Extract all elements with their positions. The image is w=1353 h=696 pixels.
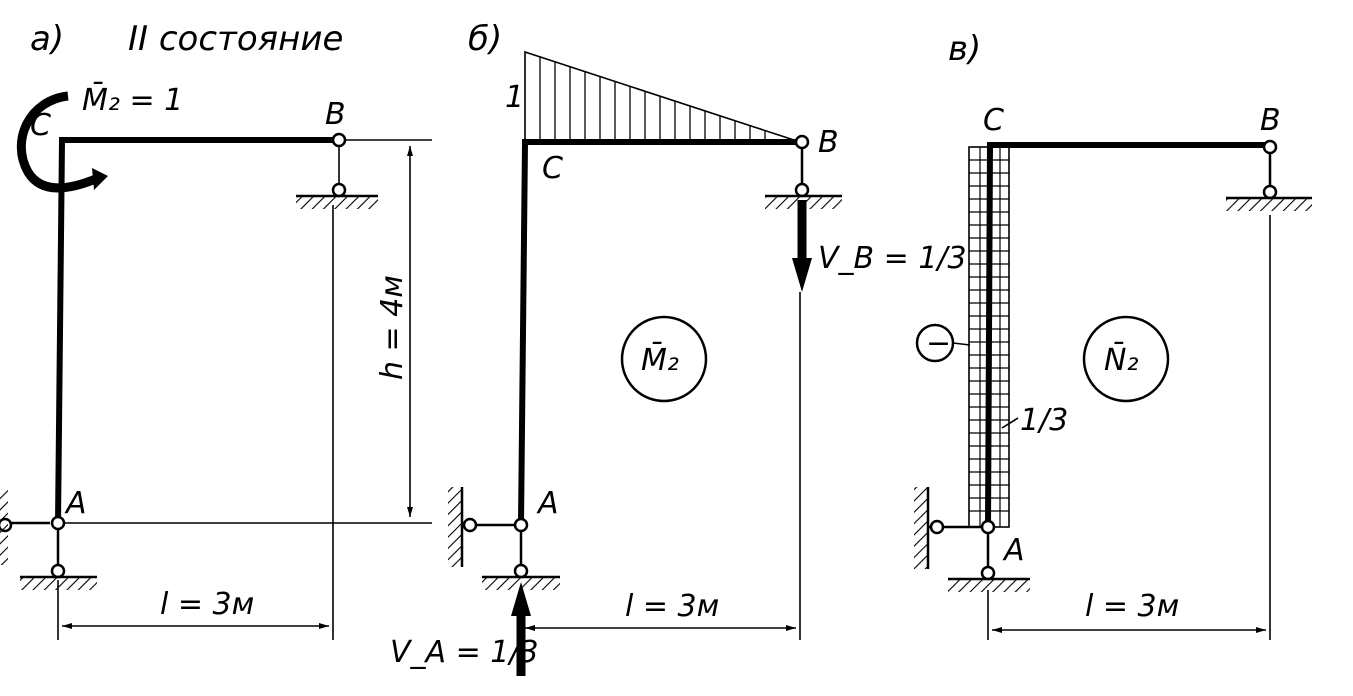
panel-a-moment-label: M̄₂ = 1 bbox=[82, 82, 183, 118]
panel-c-value: 1/3 bbox=[1020, 403, 1068, 438]
panel-b-tag: б) bbox=[468, 19, 502, 59]
panel-a-node-a: A bbox=[64, 486, 87, 521]
panel-b-reaction-a: V_A = 1/3 bbox=[390, 635, 539, 670]
panel-b-hinge-wall bbox=[462, 517, 478, 533]
panel-b-hinge-a bbox=[513, 517, 529, 533]
panel-c-hinge-wall bbox=[929, 519, 945, 535]
panel-a-frame bbox=[54, 137, 336, 527]
panel-a-hinge-a-lower bbox=[50, 563, 66, 579]
panel-c-tag: в) bbox=[948, 29, 981, 69]
panel-b-node-a: A bbox=[536, 486, 559, 521]
panel-a: а) II состояние M̄₂ = 1 C B A h = 4м bbox=[0, 19, 432, 640]
panel-a-span-dim: l = 3м bbox=[160, 587, 254, 622]
panel-a-moment-arrow bbox=[16, 91, 100, 193]
panel-b-span-dim: l = 3м bbox=[625, 589, 719, 624]
panel-a-hinge-b-lower bbox=[331, 182, 347, 198]
panel-c-hinge-b bbox=[1262, 139, 1278, 155]
panel-c-hatch-a bbox=[948, 580, 1030, 592]
panel-b-node-c: C bbox=[542, 151, 563, 186]
panel-b-moment-diagram bbox=[524, 50, 801, 143]
panel-b-diagram-name: M̄₂ bbox=[641, 342, 679, 378]
panel-a-height-dim: h = 4м bbox=[375, 275, 410, 380]
panel-b: б) 1 V_B = 1/3 bbox=[390, 19, 967, 676]
panel-c-sign: − bbox=[926, 326, 951, 361]
panel-c-node-a: A bbox=[1002, 533, 1025, 568]
panel-c-hatch-b bbox=[1226, 199, 1312, 211]
panel-a-hatch-wall bbox=[0, 490, 8, 565]
panel-b-frame bbox=[517, 139, 803, 527]
panel-b-hinge-b-lower bbox=[794, 182, 810, 198]
panel-a-hinge-b bbox=[331, 132, 347, 148]
panel-a-hinge-a bbox=[50, 515, 66, 531]
panel-c-diagram-name: N̄₂ bbox=[1104, 342, 1138, 378]
panel-b-reaction-a-arrowhead bbox=[511, 582, 531, 616]
panel-a-hatch-b bbox=[296, 197, 378, 209]
panel-c-diagram-circle bbox=[1082, 315, 1170, 403]
panel-c-hinge-a bbox=[980, 519, 996, 535]
panel-c-hatch-wall bbox=[914, 487, 928, 569]
panel-a-node-b: B bbox=[325, 97, 346, 132]
panel-b-reaction-b: V_B = 1/3 bbox=[818, 241, 967, 276]
panel-c-node-c: C bbox=[983, 103, 1004, 138]
panel-c-span-dim: l = 3м bbox=[1085, 589, 1179, 624]
panel-c-frame bbox=[984, 142, 1265, 529]
panel-a-tag: а) bbox=[30, 19, 64, 59]
panel-b-diagram-circle bbox=[620, 315, 708, 403]
panel-c: в) bbox=[914, 29, 1312, 640]
panel-c-sign-leader bbox=[952, 342, 971, 346]
panel-c-hinge-a-lower bbox=[980, 565, 996, 581]
panel-c-node-b: B bbox=[1260, 103, 1281, 138]
panel-b-node-b: B bbox=[818, 125, 839, 160]
panel-b-hinge-a-lower bbox=[513, 563, 529, 579]
panel-c-value-leader bbox=[1001, 417, 1019, 429]
panel-b-hinge-b bbox=[794, 134, 810, 150]
panel-b-reaction-b-arrowhead bbox=[792, 258, 812, 292]
panel-a-state-title: II состояние bbox=[128, 19, 343, 59]
panel-a-moment-arrowhead bbox=[92, 168, 108, 190]
panel-b-moment-hatch bbox=[539, 56, 766, 142]
panel-b-ordinate: 1 bbox=[505, 80, 524, 115]
panel-c-hinge-b-lower bbox=[1262, 184, 1278, 200]
panel-a-node-c: C bbox=[30, 108, 51, 143]
panel-b-hatch-wall bbox=[448, 487, 462, 567]
